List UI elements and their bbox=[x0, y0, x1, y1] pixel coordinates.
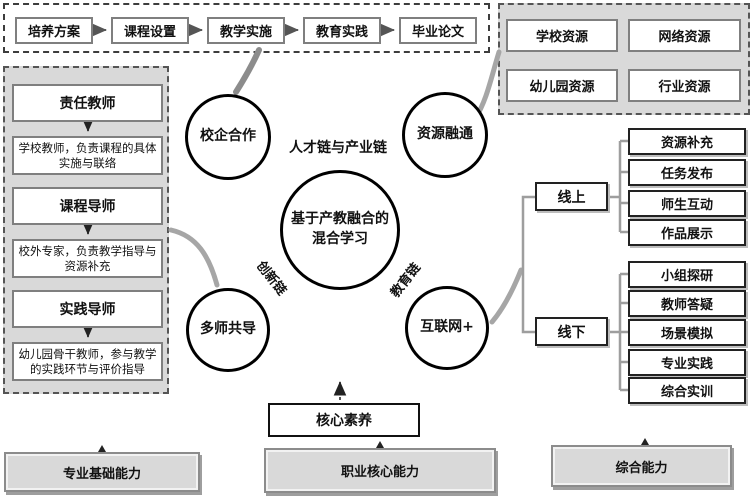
ability-vocational-core: 职业核心能力 bbox=[264, 448, 496, 493]
bracket-online-items bbox=[608, 139, 628, 234]
hub-circle: 基于产教融合的 混合学习 bbox=[280, 170, 400, 290]
flow-step-2: 课程设置 bbox=[111, 17, 189, 44]
mentor-desc-1: 学校教师，负责课程的具体实施与联络 bbox=[12, 136, 163, 175]
offline-item-5: 综合实训 bbox=[628, 377, 746, 404]
offline-item-2: 教师答疑 bbox=[628, 290, 746, 317]
resource-kindergarten: 幼儿园资源 bbox=[506, 69, 618, 102]
chain-label-talent-industry: 人才链与产业链 bbox=[277, 135, 399, 159]
online-item-2: 任务发布 bbox=[628, 159, 746, 186]
flow-step-1: 培养方案 bbox=[15, 17, 93, 44]
offline-label: 线下 bbox=[535, 317, 608, 346]
flow-step-4: 教育实践 bbox=[303, 17, 381, 44]
resource-network: 网络资源 bbox=[628, 19, 741, 52]
bracket-online-offline bbox=[521, 195, 535, 334]
resource-industry: 行业资源 bbox=[628, 69, 741, 102]
core-competence-box: 核心素养 bbox=[268, 403, 420, 437]
mentor-title-3: 实践导师 bbox=[12, 290, 163, 328]
link-internet-to-bracket bbox=[489, 267, 524, 325]
mentor-desc-3: 幼儿园骨干教师，参与教学的实践环节与评价指导 bbox=[12, 342, 163, 381]
mentor-title-2: 课程导师 bbox=[12, 187, 163, 225]
hub-line1: 基于产教融合的 bbox=[291, 211, 389, 228]
ability-comprehensive: 综合能力 bbox=[551, 445, 732, 487]
online-item-3: 师生互动 bbox=[628, 190, 746, 217]
hub-line2: 混合学习 bbox=[312, 231, 368, 247]
offline-item-1: 小组探研 bbox=[628, 261, 746, 288]
link-mentors-to-multi-teacher bbox=[168, 227, 220, 288]
online-item-4: 作品展示 bbox=[628, 219, 746, 246]
flow-step-5: 毕业论文 bbox=[399, 17, 477, 44]
online-label: 线上 bbox=[535, 182, 608, 211]
ability-arrowheads bbox=[98, 438, 649, 452]
online-item-1: 资源补充 bbox=[628, 128, 746, 155]
circle-resource-fusion: 资源融通 bbox=[402, 92, 488, 178]
ability-basic: 专业基础能力 bbox=[4, 452, 200, 492]
mentor-desc-2: 校外专家，负责教学指导与资源补充 bbox=[12, 239, 163, 278]
offline-item-4: 专业实践 bbox=[628, 349, 746, 376]
resource-school: 学校资源 bbox=[506, 19, 618, 52]
circle-school-enterprise: 校企合作 bbox=[185, 94, 271, 180]
circle-internet-plus: 互联网+ bbox=[405, 286, 489, 370]
offline-item-3: 场景模拟 bbox=[628, 319, 746, 346]
link-flow-to-school-cooperation bbox=[233, 47, 262, 95]
mentor-title-1: 责任教师 bbox=[12, 84, 163, 122]
circle-multi-teacher: 多师共导 bbox=[186, 288, 270, 372]
bracket-offline-items bbox=[608, 272, 628, 392]
flow-step-3: 教学实施 bbox=[207, 17, 285, 44]
